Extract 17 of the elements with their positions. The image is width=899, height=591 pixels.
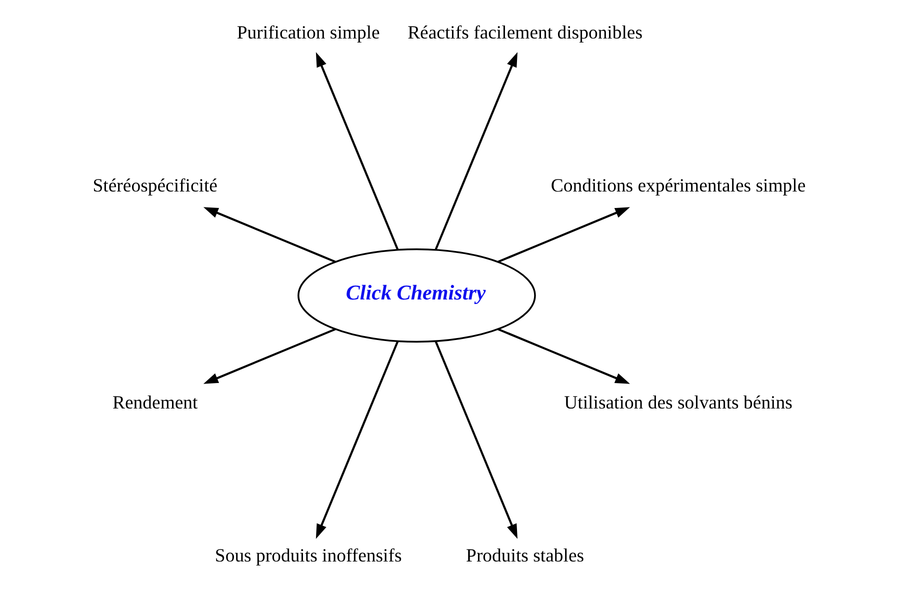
arrow	[434, 52, 518, 250]
node-text: Conditions expérimentales simple	[550, 176, 806, 197]
node-text: Utilisation des solvants bénins	[564, 392, 792, 414]
arrow	[203, 328, 336, 384]
arrow	[434, 340, 518, 539]
arrow	[316, 340, 399, 539]
node-text: Stéréospécificité	[92, 176, 218, 197]
node-text: Produits stables	[466, 546, 584, 567]
arrow	[316, 52, 399, 250]
node-text: Sous produits inoffensifs	[214, 546, 402, 567]
node-text: Rendement	[112, 392, 198, 414]
node-ellipse: Click Chemistry	[298, 248, 536, 343]
arrow	[498, 207, 630, 263]
node-text: Réactifs facilement disponibles	[408, 22, 643, 44]
node-text: Purification simple	[236, 22, 380, 44]
arrow	[203, 207, 336, 263]
arrow	[498, 328, 630, 384]
